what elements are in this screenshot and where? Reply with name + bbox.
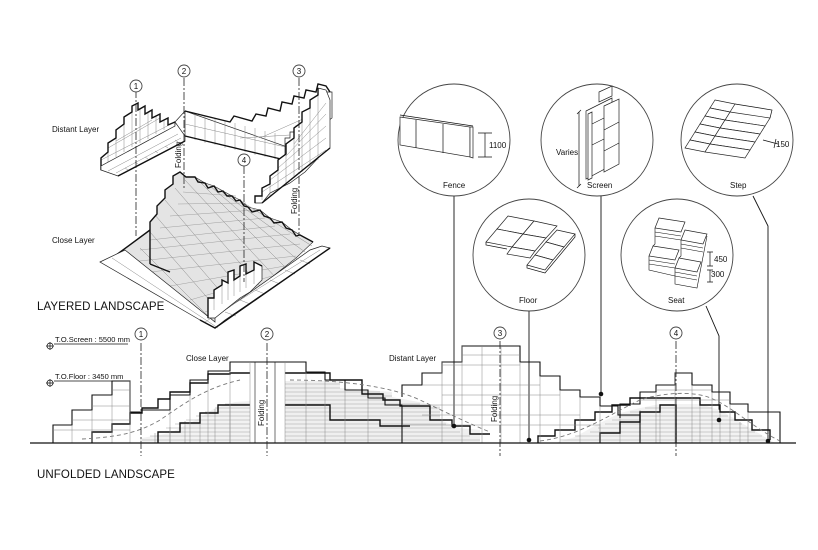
- layered-gridlines: 1 2 3 4: [129, 64, 306, 282]
- detail-seat: 450 300 Seat: [620, 198, 734, 312]
- detail-fence: 1100 Fence: [397, 83, 511, 197]
- distant-layer-outline: [52, 345, 781, 443]
- screen-dimension: [576, 109, 582, 189]
- layered-landscape: 1 2 3 4 Distant Layer Close Layer Foldin…: [37, 64, 333, 329]
- gridline-label: 1: [134, 82, 139, 91]
- step-tiles-icon: [684, 99, 773, 159]
- leader-step: [752, 195, 769, 441]
- distant-layer-label: Distant Layer: [52, 125, 99, 134]
- gridline-marker-3: 3: [292, 64, 306, 78]
- unfolded-gridlines: 1 2 3 4: [134, 326, 683, 456]
- gridline-label: 3: [297, 67, 302, 76]
- distant-layer-floor-left: [100, 120, 186, 177]
- floor-label: Floor: [519, 296, 538, 305]
- fence-dimension: [478, 132, 492, 158]
- gridline-label: 1: [139, 330, 144, 339]
- gridline-label: 4: [674, 329, 679, 338]
- distant-layer-left-wall: [100, 101, 176, 171]
- section-title-layered: LAYERED LANDSCAPE: [37, 301, 165, 313]
- gridline-label: 4: [242, 156, 247, 165]
- leader-lines: [453, 195, 769, 441]
- folding-label: Folding: [490, 396, 499, 422]
- gridline-label: 3: [498, 329, 503, 338]
- level-label: T.O.Screen : 5500 mm: [55, 335, 130, 344]
- close-layer-hatch: [92, 381, 775, 443]
- seat-dimension-upper: 450: [714, 255, 728, 264]
- gridline-label: 2: [265, 330, 270, 339]
- fence-label: Fence: [443, 181, 466, 190]
- close-layer-label: Close Layer: [52, 236, 95, 245]
- gridline-label: 2: [182, 67, 187, 76]
- section-title-unfolded: UNFOLDED LANDSCAPE: [37, 469, 175, 481]
- gridline-marker-4: 4: [237, 153, 251, 167]
- distant-layer-right-wall: [254, 87, 331, 204]
- gridline-marker-4: 4: [669, 326, 683, 340]
- detail-callouts: 1100 Fence Varies Screen: [397, 83, 794, 441]
- level-marker-screen: T.O.Screen : 5500 mm: [46, 335, 130, 350]
- close-layer-base: [99, 245, 331, 329]
- leader-seat: [705, 305, 720, 420]
- gridline-marker-1: 1: [134, 327, 148, 341]
- fence-panel-icon: [399, 114, 474, 159]
- step-label: Step: [730, 181, 747, 190]
- close-layer-label: Close Layer: [186, 354, 229, 363]
- profile-curves: [81, 379, 781, 442]
- fence-dimension-value: 1100: [489, 141, 507, 150]
- folding-label: Folding: [290, 188, 299, 214]
- step-dimension-value: 150: [776, 140, 790, 149]
- distant-layer-label: Distant Layer: [389, 354, 436, 363]
- seat-label: Seat: [668, 296, 685, 305]
- screen-label: Screen: [587, 181, 612, 190]
- folding-label: Folding: [257, 400, 266, 426]
- step-dimension: [762, 138, 779, 149]
- level-marker-floor: T.O.Floor : 3450 mm: [46, 372, 123, 387]
- seat-dimensions: [707, 251, 713, 283]
- detail-screen: Varies Screen: [540, 83, 654, 197]
- floor-tiles-icon: [485, 215, 576, 274]
- gridline-marker-2: 2: [260, 327, 274, 341]
- unfolded-landscape: 1 2 3 4 T.O.Screen : 5500 mm: [30, 326, 796, 481]
- seat-dimension-lower: 300: [711, 270, 725, 279]
- gridline-marker-3: 3: [493, 326, 507, 340]
- level-label: T.O.Floor : 3450 mm: [55, 372, 123, 381]
- gridline-marker-2: 2: [177, 64, 191, 78]
- folding-label: Folding: [174, 142, 183, 168]
- detail-floor: Floor: [472, 198, 586, 312]
- leader-dots: [451, 391, 771, 444]
- detail-step: 150 Step: [680, 83, 794, 197]
- screen-panel-icon: [585, 85, 620, 181]
- hatch-lines: [140, 383, 770, 441]
- seat-steps-icon: [648, 217, 708, 289]
- gridline-marker-1: 1: [129, 79, 143, 93]
- screen-dimension-value: Varies: [556, 148, 578, 157]
